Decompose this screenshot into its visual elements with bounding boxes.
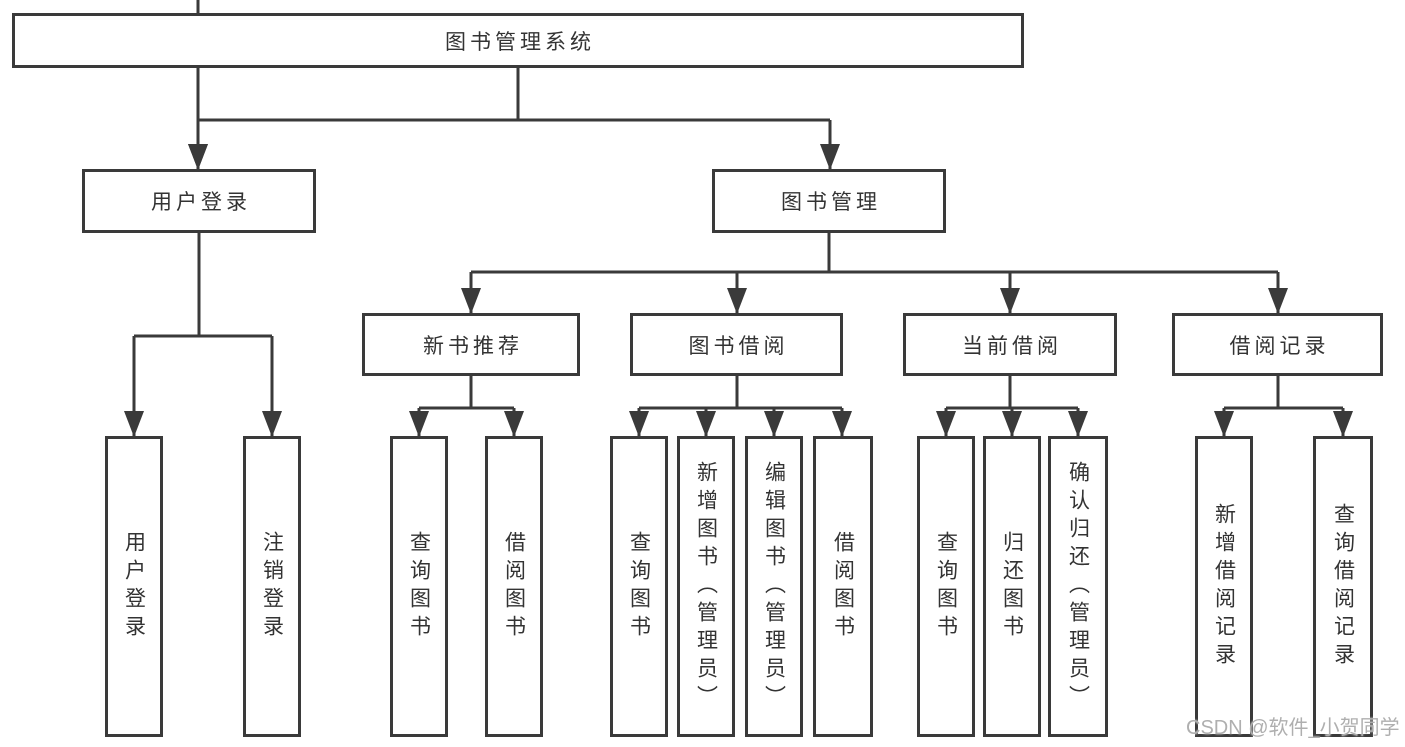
leaf-bb-query-books-label: 查询图书 <box>627 530 651 643</box>
leaf-cb-return-books-label: 归还图书 <box>1000 530 1024 643</box>
node-current-borrow: 当前借阅 <box>903 313 1117 376</box>
leaf-br-query-record-label: 查询借阅记录 <box>1331 502 1355 671</box>
leaf-user-login-label: 用户登录 <box>122 530 146 643</box>
node-user-login: 用户登录 <box>82 169 316 233</box>
leaf-br-query-record: 查询借阅记录 <box>1313 436 1373 737</box>
node-user-login-label: 用户登录 <box>151 191 251 214</box>
csdn-watermark: CSDN @软件_小贺同学 <box>1186 717 1400 739</box>
leaf-cb-return-books: 归还图书 <box>983 436 1041 737</box>
leaf-logout: 注销登录 <box>243 436 301 737</box>
leaf-cb-confirm-return-admin-label: 确认归还（管理员） <box>1066 460 1090 713</box>
leaf-user-login: 用户登录 <box>105 436 163 737</box>
node-current-borrow-label: 当前借阅 <box>962 334 1062 358</box>
leaf-cb-query-books-label: 查询图书 <box>934 530 958 643</box>
leaf-bb-borrow-books: 借阅图书 <box>813 436 873 737</box>
leaf-nbr-query-books-label: 查询图书 <box>407 530 431 643</box>
leaf-bb-edit-books-admin-label: 编辑图书（管理员） <box>762 460 786 713</box>
leaf-bb-query-books: 查询图书 <box>610 436 668 737</box>
leaf-bb-add-books-admin: 新增图书（管理员） <box>677 436 735 737</box>
node-borrow-record-label: 借阅记录 <box>1229 334 1330 358</box>
node-book-borrow-label: 图书借阅 <box>688 334 789 358</box>
leaf-nbr-query-books: 查询图书 <box>390 436 448 737</box>
connectors <box>124 0 1353 437</box>
leaf-bb-add-books-admin-label: 新增图书（管理员） <box>694 460 718 713</box>
node-new-book-rec-label: 新书推荐 <box>423 334 523 358</box>
leaf-cb-confirm-return-admin: 确认归还（管理员） <box>1048 436 1108 737</box>
leaf-bb-borrow-books-label: 借阅图书 <box>831 530 855 643</box>
node-book-borrow: 图书借阅 <box>630 313 843 376</box>
leaf-br-add-record: 新增借阅记录 <box>1195 436 1253 737</box>
node-book-mgmt-label: 图书管理 <box>781 191 881 214</box>
node-new-book-rec: 新书推荐 <box>362 313 580 376</box>
leaf-nbr-borrow-books: 借阅图书 <box>485 436 543 737</box>
leaf-br-add-record-label: 新增借阅记录 <box>1212 502 1236 671</box>
leaf-nbr-borrow-books-label: 借阅图书 <box>502 530 526 643</box>
leaf-cb-query-books: 查询图书 <box>917 436 975 737</box>
leaf-bb-edit-books-admin: 编辑图书（管理员） <box>745 436 803 737</box>
node-borrow-record: 借阅记录 <box>1172 313 1383 376</box>
leaf-logout-label: 注销登录 <box>260 530 284 643</box>
node-root: 图书管理系统 <box>12 13 1024 68</box>
node-book-mgmt: 图书管理 <box>712 169 946 233</box>
node-root-label: 图书管理系统 <box>445 30 595 54</box>
